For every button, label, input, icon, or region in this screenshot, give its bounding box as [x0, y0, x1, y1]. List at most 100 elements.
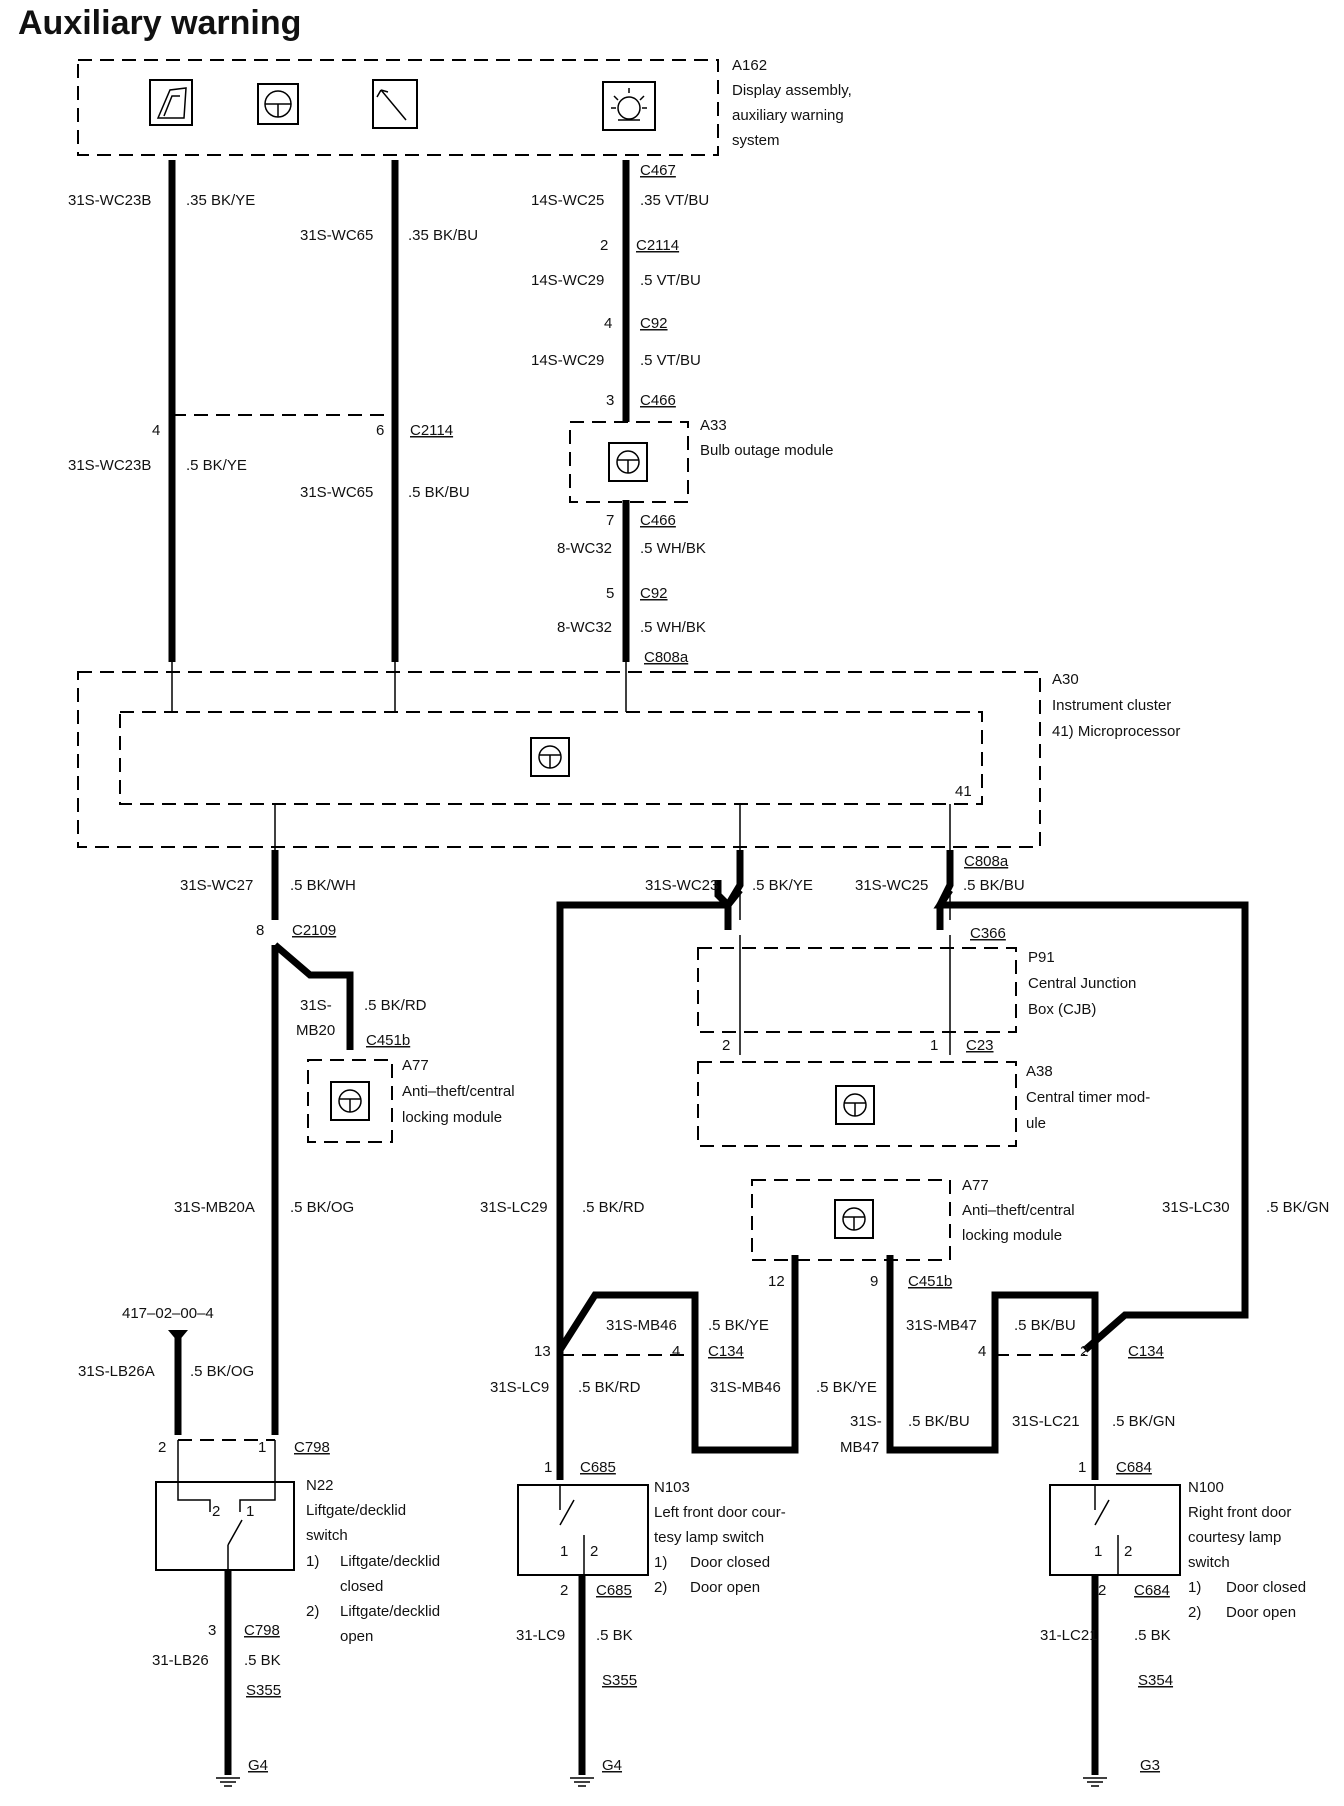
wire-label: 31S-WC25	[855, 877, 928, 894]
wire-label: 14S-WC29	[531, 352, 604, 369]
wires-top	[168, 160, 630, 662]
wrench-icon	[372, 79, 418, 129]
n100-note: Door open	[1226, 1604, 1296, 1621]
wire-label: 31S-LC29	[480, 1199, 548, 1216]
n103-note-num: 2)	[654, 1579, 667, 1596]
n103-note-num: 1)	[654, 1554, 667, 1571]
pin-number: 5	[606, 585, 614, 602]
p91-ref: P91	[1028, 949, 1055, 966]
wire-label: 8-WC32	[557, 619, 612, 636]
n103-note: Door closed	[690, 1554, 770, 1571]
pin-number: 13	[534, 1343, 551, 1360]
wire-color: .5 WH/BK	[640, 540, 706, 557]
module-icon	[608, 442, 648, 482]
component-a162: A162 Display assembly, auxiliary warning…	[77, 57, 852, 156]
component-n22: 2 1 2 1 N22 Liftgate/decklid switch 1) L…	[155, 1439, 440, 1645]
pin-number: 4	[152, 422, 160, 439]
pin-number: 4	[672, 1343, 680, 1360]
wire-color: .5 BK	[244, 1652, 281, 1669]
n100-label-3: switch	[1188, 1554, 1230, 1571]
module-icon	[330, 1081, 370, 1121]
pin-number: 9	[870, 1273, 878, 1290]
wire-label: 31S-MB46	[606, 1317, 677, 1334]
a30-ref: A30	[1052, 671, 1079, 688]
wire-label: 31S-MB20A	[174, 1199, 255, 1216]
connector-label: C685	[580, 1459, 616, 1476]
n100-ref: N100	[1188, 1479, 1224, 1496]
wire-label: 31S-MB46	[710, 1379, 781, 1396]
a38-label-1: Central timer mod-	[1026, 1089, 1150, 1106]
component-p91: P91 Central Junction Box (CJB)	[697, 935, 1136, 1055]
connector-label: C466	[640, 512, 676, 529]
n22-note: Liftgate/decklid	[340, 1603, 440, 1620]
a33-desc: Bulb outage module	[700, 442, 833, 459]
wire-label: MB47	[840, 1439, 879, 1456]
pin-number: 1	[258, 1439, 266, 1456]
a162-label-1: Display assembly,	[732, 82, 852, 99]
n22-note-num: 2)	[306, 1603, 319, 1620]
switch-pin: 1	[246, 1503, 254, 1520]
module-icon	[835, 1085, 875, 1125]
wire-label: 31S-	[300, 997, 332, 1014]
a77-left-label-1: Anti–theft/central	[402, 1083, 515, 1100]
switch-pin: 1	[1094, 1543, 1102, 1560]
connector-label: C2114	[636, 237, 679, 254]
ground-icon	[570, 1777, 594, 1787]
component-n100: 1 1 2 N100 Right front door courtesy lam…	[1049, 1459, 1306, 1621]
wire-color: .5 BK/OG	[190, 1363, 254, 1380]
n22-ref: N22	[306, 1477, 334, 1494]
seat-icon	[149, 79, 193, 126]
pin-number: 2	[600, 237, 608, 254]
n22-label-2: switch	[306, 1527, 348, 1544]
wire-label: 31S-WC65	[300, 484, 373, 501]
connector-label: C684	[1116, 1459, 1152, 1476]
wire-label: 31S-LC9	[490, 1379, 549, 1396]
n103-label-1: Left front door cour-	[654, 1504, 786, 1521]
pin-number: 12	[768, 1273, 785, 1290]
component-a77-mid: A77 Anti–theft/central locking module	[751, 1177, 1075, 1261]
pin-number: 4	[978, 1343, 986, 1360]
p91-label-1: Central Junction	[1028, 975, 1136, 992]
switch-pin: 2	[590, 1543, 598, 1560]
connector-label: C808a	[964, 853, 1009, 870]
cross-reference: 417–02–00–4	[122, 1305, 214, 1322]
wire-label: 31S-LC21	[1012, 1413, 1080, 1430]
component-a38: A38 Central timer mod- ule	[697, 1061, 1150, 1147]
n103-note: Door open	[690, 1579, 760, 1596]
a162-label-2: auxiliary warning	[732, 107, 844, 124]
connector-label: C92	[640, 315, 668, 332]
component-n103: 1 1 2 N103 Left front door cour- tesy la…	[517, 1459, 786, 1596]
component-a77-left: A77 Anti–theft/central locking module	[307, 1057, 515, 1143]
wire-color: .5 BK/YE	[186, 457, 247, 474]
splice-label: S354	[1138, 1672, 1173, 1689]
n100-note-num: 2)	[1188, 1604, 1201, 1621]
n22-label-1: Liftgate/decklid	[306, 1502, 406, 1519]
wire-label: 31-LC21	[1040, 1627, 1098, 1644]
n22-note-num: 1)	[306, 1553, 319, 1570]
wire-label: 31S-WC23B	[68, 457, 151, 474]
pin-number: 8	[256, 922, 264, 939]
wire-color: .5 BK/BU	[908, 1413, 970, 1430]
wire-label: 8-WC32	[557, 540, 612, 557]
switch-pin: 2	[1124, 1543, 1132, 1560]
switch-pin: 2	[212, 1503, 220, 1520]
wire-color: .5 BK/RD	[364, 997, 427, 1014]
wire-color: .5 BK/GN	[1112, 1413, 1175, 1430]
pin-number: 2	[1080, 1343, 1088, 1360]
wire-label: 31S-WC65	[300, 227, 373, 244]
connector-label: C467	[640, 162, 676, 179]
wire-color: .5 BK/RD	[582, 1199, 645, 1216]
wire-color: .5 WH/BK	[640, 619, 706, 636]
n103-ref: N103	[654, 1479, 690, 1496]
n22-note: closed	[340, 1578, 383, 1595]
connector-label: C808a	[644, 649, 689, 666]
a77-mid-ref: A77	[962, 1177, 989, 1194]
wire-label: 31S-WC27	[180, 877, 253, 894]
pin-number: 3	[606, 392, 614, 409]
pin-number: 2	[1098, 1582, 1106, 1599]
wire-color: .35 VT/BU	[640, 192, 709, 209]
wire-color: .5 BK/YE	[708, 1317, 769, 1334]
module-icon	[834, 1199, 874, 1239]
n100-label-1: Right front door	[1188, 1504, 1291, 1521]
